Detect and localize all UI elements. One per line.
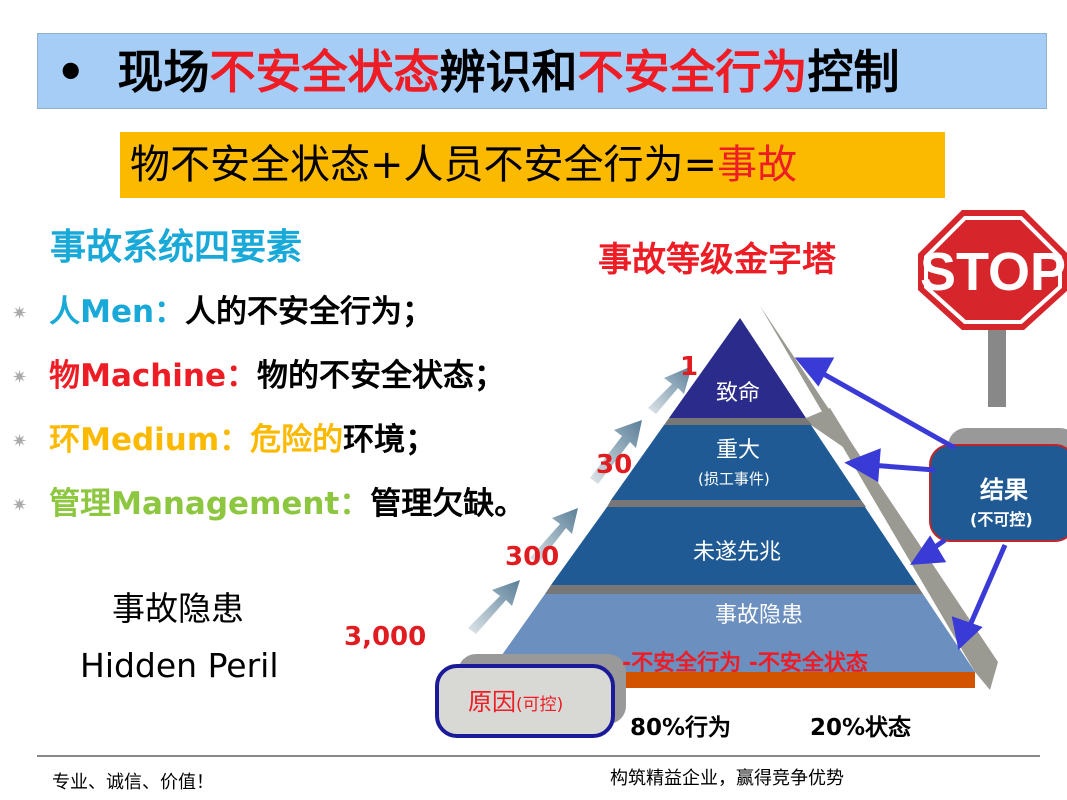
label-major: 重大 — [716, 438, 761, 463]
tier-near-miss — [551, 507, 917, 585]
stop-text: STOP — [920, 242, 1066, 302]
result-label: 结果 — [980, 476, 1028, 504]
label-near-miss: 未遂先兆 — [693, 540, 782, 565]
label-major-sub: (损工事件) — [698, 470, 770, 488]
result-box — [929, 444, 1067, 542]
peril-en: Hidden Peril — [80, 646, 279, 685]
stop-post — [988, 325, 1006, 407]
state-percent: 20%状态 — [810, 715, 912, 741]
element-medium: ✷环Medium：危险的环境； — [12, 422, 437, 458]
footer-divider — [37, 755, 1040, 757]
tier-fatal — [669, 318, 806, 418]
peril-cn: 事故隐患 — [112, 589, 244, 628]
result-arrows — [794, 357, 1008, 650]
label-fatal: 致命 — [716, 381, 761, 406]
element-men: ✷人Men：人的不安全行为； — [12, 294, 434, 330]
count-hazard: 3,000 — [344, 622, 427, 652]
behavior-percent: 80%行为 — [630, 715, 732, 741]
element-management: ✷管理Management：管理欠缺。 — [12, 486, 526, 522]
count-near-miss: 300 — [505, 542, 560, 572]
cause-box — [435, 664, 615, 738]
tier-hazard — [490, 594, 975, 672]
tier-major — [611, 425, 861, 500]
formula-banner: 物不安全状态+人员不安全行为=事故 — [120, 132, 945, 198]
pyramid-title: 事故等级金字塔 — [598, 240, 836, 280]
growth-arrows — [468, 366, 692, 634]
count-fatal: 1 — [680, 352, 699, 382]
footer-right: 构筑精益企业，赢得竞争优势 — [610, 768, 844, 789]
slide-title: • 现场不安全状态辨识和不安全行为控制 — [37, 33, 1047, 109]
footer-left: 专业、诚信、价值！ — [52, 772, 214, 793]
result-sub: (不可控) — [970, 510, 1033, 529]
label-hazard: 事故隐患 — [715, 603, 804, 628]
stop-sign-icon — [918, 210, 1067, 330]
element-machine: ✷物Machine：物的不安全状态； — [12, 358, 506, 394]
system-heading: 事故系统四要素 — [50, 227, 303, 268]
count-major: 30 — [596, 450, 633, 480]
cause-label: 原因(可控) — [468, 688, 564, 716]
label-hazard-sub: -不安全行为 -不安全状态 — [622, 651, 868, 676]
